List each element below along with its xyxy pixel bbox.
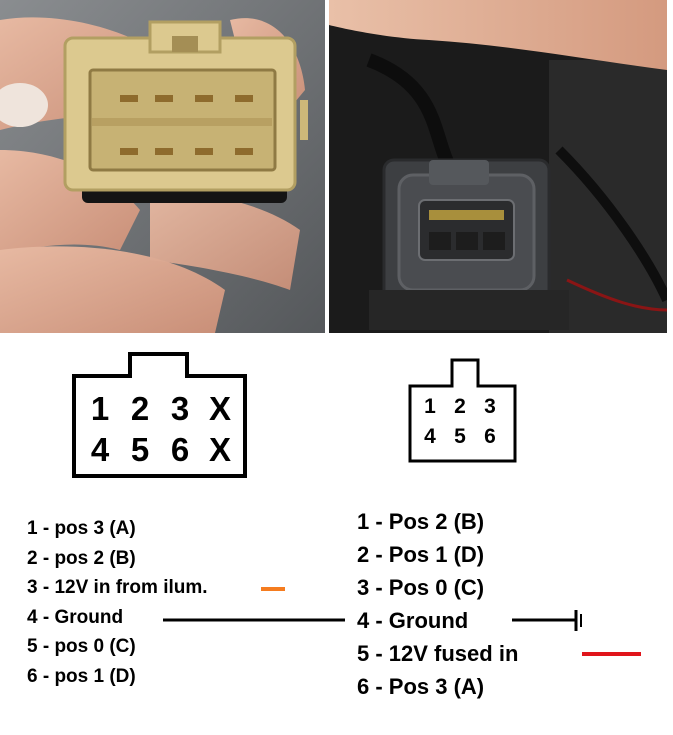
pin-label: 6 xyxy=(170,431,190,468)
pin-label: 1 xyxy=(424,395,436,418)
left-pin-list: 1 - pos 3 (A) 2 - pos 2 (B) 3 - 12V in f… xyxy=(27,514,208,692)
left-connector-outline xyxy=(72,352,247,478)
pin-label: 3 xyxy=(170,390,190,427)
left-pin-6: 6 - pos 1 (D) xyxy=(27,665,136,687)
right-pin-list: 1 - Pos 2 (B) 2 - Pos 1 (D) 3 - Pos 0 (C… xyxy=(357,505,518,703)
right-pin-3: 3 - Pos 0 (C) xyxy=(357,575,485,600)
left-pin-2: 2 - pos 2 (B) xyxy=(27,547,136,569)
right-pin-2: 2 - Pos 1 (D) xyxy=(357,542,485,567)
tan-connector-illustration xyxy=(0,0,325,333)
pin-label: 2 xyxy=(454,395,466,418)
right-pin-1: 1 - Pos 2 (B) xyxy=(357,509,485,534)
left-pin-3: 3 - 12V in from ilum. xyxy=(27,577,208,599)
pin-label: 5 xyxy=(454,425,466,448)
grey-connector-photo xyxy=(329,0,667,333)
right-connector-outline xyxy=(408,358,517,463)
pin-label: 4 xyxy=(90,431,110,468)
left-pin-1: 1 - pos 3 (A) xyxy=(27,518,136,539)
pin-label: 2 xyxy=(130,390,150,427)
pin-label: 1 xyxy=(90,390,110,427)
pin-label: 4 xyxy=(424,425,436,448)
right-pin-5: 5 - 12V fused in xyxy=(357,641,519,666)
pin-label: X xyxy=(208,431,231,468)
pin-label: 6 xyxy=(484,425,496,448)
pin-label: X xyxy=(208,390,231,427)
pin-label: 3 xyxy=(484,395,496,418)
left-connector-pin-grid: 1 2 3 X 4 5 6 X xyxy=(80,390,240,469)
right-pin-4: 4 - Ground xyxy=(357,608,469,633)
left-pin-5: 5 - pos 0 (C) xyxy=(27,636,136,658)
right-connector-pin-grid: 1 2 3 4 5 6 xyxy=(415,393,505,451)
left-pin-4: 4 - Ground xyxy=(27,606,124,628)
tan-connector-photo xyxy=(0,0,325,333)
right-pin-6: 6 - Pos 3 (A) xyxy=(357,674,485,699)
pin-label: 5 xyxy=(130,431,150,468)
grey-connector-illustration xyxy=(329,0,667,333)
